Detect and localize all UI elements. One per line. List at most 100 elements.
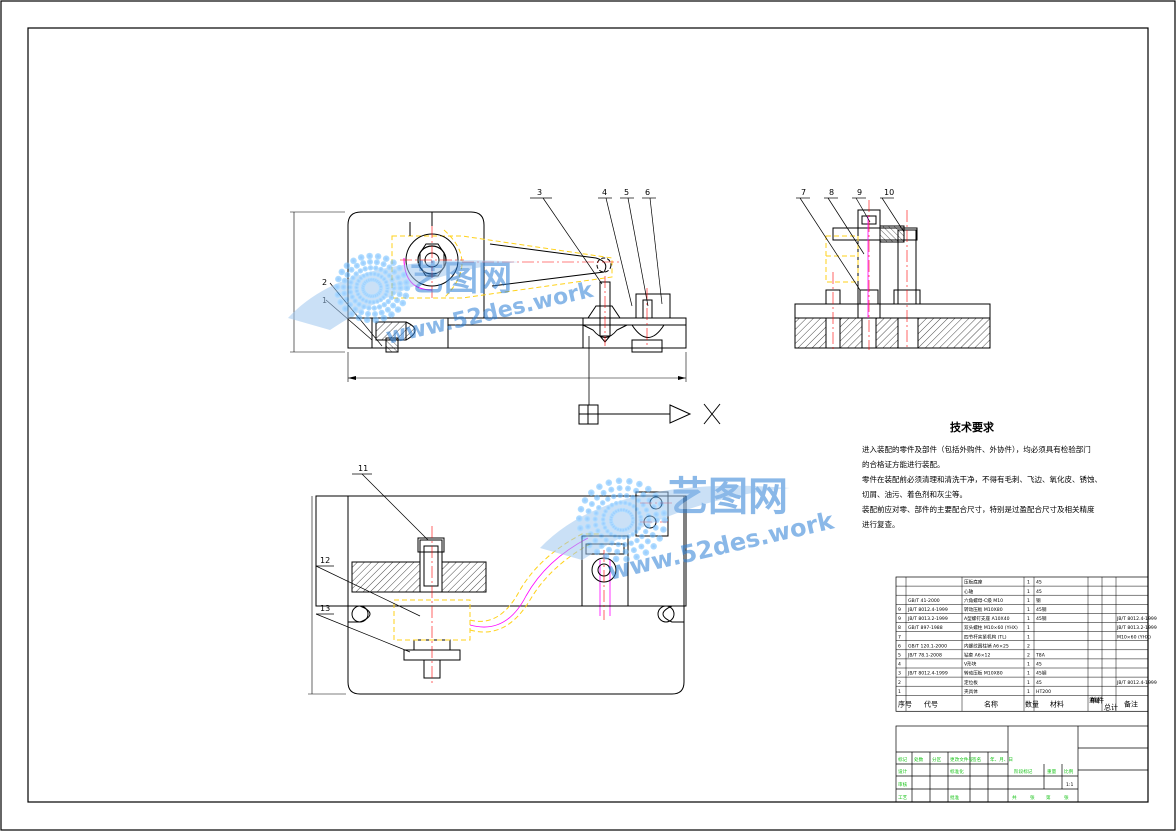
bom-header-cell: 总计 xyxy=(1104,702,1118,711)
watermark-dot xyxy=(656,535,663,542)
watermark-dot xyxy=(650,543,657,550)
axis-x-label: X xyxy=(722,429,723,431)
tech-line-2: 的合格证方能进行装配。 xyxy=(862,459,945,469)
bom-cell: 1 xyxy=(1027,662,1030,668)
watermark-dot xyxy=(356,301,362,307)
watermark-dot xyxy=(643,507,650,513)
watermark-dot xyxy=(380,261,387,268)
bom-cell: 1 xyxy=(1027,625,1030,631)
watermark-dot xyxy=(384,283,390,288)
watermark-dot xyxy=(396,264,403,272)
bom-cell: 5 xyxy=(898,653,901,659)
tech-line-4: 切屑、油污、着色剂和灰尘等。 xyxy=(862,489,967,499)
bom-cell: GB/T 41-2000 xyxy=(908,598,940,604)
bom-cell: 1 xyxy=(1027,680,1030,686)
bom-cell: 8 xyxy=(898,625,901,631)
bom-cell: 四节杆夹紧机构 (TL) xyxy=(964,633,1007,640)
watermark-dot xyxy=(397,280,403,287)
front-view xyxy=(290,197,721,425)
bom-cell: 转动压板 M10X80 xyxy=(964,606,1003,613)
watermark-dot xyxy=(622,541,628,548)
watermark-dot xyxy=(400,271,408,279)
watermark-dot xyxy=(363,316,371,324)
watermark-dot xyxy=(378,309,385,316)
watermark-dot xyxy=(386,264,393,271)
watermark-dot xyxy=(378,284,383,289)
watermark-dot xyxy=(403,284,411,292)
watermark-dot xyxy=(621,534,627,540)
watermark-dot xyxy=(592,516,598,522)
tb-label-total: 共 xyxy=(1012,794,1017,801)
watermark-dot xyxy=(335,275,342,283)
watermark-dot xyxy=(586,541,593,549)
watermark-dot xyxy=(630,547,637,554)
watermark-dot xyxy=(348,310,355,318)
watermark-dot xyxy=(653,517,660,523)
watermark-dot xyxy=(644,538,651,545)
balloon-13: 13 xyxy=(320,604,330,613)
tb-label-sign: 签名 xyxy=(972,756,981,763)
watermark-dot xyxy=(615,541,621,548)
watermark-dot xyxy=(348,266,355,273)
watermark-dot xyxy=(347,301,354,308)
watermark-dot xyxy=(372,271,378,277)
tb-label-sheet: 张 xyxy=(1064,794,1069,801)
watermark-dot xyxy=(603,508,608,514)
watermark-dot xyxy=(603,537,609,543)
watermark-dot xyxy=(638,521,643,527)
watermark-dot xyxy=(646,497,653,504)
watermark-dot xyxy=(386,272,392,279)
watermark-dot xyxy=(380,314,388,322)
watermark-dot xyxy=(630,494,636,501)
watermark-dot xyxy=(636,480,643,488)
watermark-dot xyxy=(657,500,665,508)
watermark-dot xyxy=(354,288,360,294)
watermark-dot xyxy=(608,531,614,537)
watermark-dot xyxy=(643,528,649,535)
watermark-dot xyxy=(618,500,624,505)
bom-cell: 45钢 xyxy=(1036,606,1047,613)
watermark-dot xyxy=(395,274,401,281)
bom-header-weight: 重量 xyxy=(1089,696,1101,704)
watermark-dot xyxy=(585,508,592,515)
watermark-dot xyxy=(642,549,650,556)
watermark-dot xyxy=(581,497,589,504)
watermark-dot xyxy=(367,299,373,305)
watermark-dot xyxy=(633,553,640,561)
watermark-dot xyxy=(352,298,358,304)
watermark-dot xyxy=(350,275,356,281)
tb-label-sheet-no: 第 xyxy=(1046,794,1051,801)
tech-line-6: 进行复查。 xyxy=(862,519,900,529)
tb-label-weight: 重量 xyxy=(1047,768,1057,775)
watermark-dot xyxy=(366,305,372,311)
watermark-dot xyxy=(652,524,659,531)
watermark-dot xyxy=(595,528,601,534)
watermark-dot xyxy=(624,493,630,499)
watermark-dot xyxy=(628,540,634,546)
bom-cell: 六角螺母-C级 M10 xyxy=(964,597,1003,604)
tb-label-standard: 标准化 xyxy=(950,768,964,775)
watermark-dot xyxy=(617,492,623,499)
watermark-dot xyxy=(645,485,652,493)
balloon-2: 2 xyxy=(322,278,327,287)
watermark-dot xyxy=(614,548,621,555)
tb-label-count: 处数 xyxy=(914,756,924,763)
bom-header-cell: 备注 xyxy=(1124,699,1138,708)
bom-cell: GB/T 897-1988 xyxy=(908,625,943,631)
bom-cell: 夹具体 xyxy=(964,688,978,695)
bom-cell: HT200 xyxy=(1036,689,1051,695)
balloon-6: 6 xyxy=(645,188,650,197)
watermark-dot xyxy=(660,509,668,517)
watermark-dot xyxy=(378,266,384,273)
watermark-1: 艺图网 www.52des.work xyxy=(288,252,597,350)
bom-cell: 1 xyxy=(1027,598,1030,604)
bom-cell: JB/T 78.1-2008 xyxy=(907,653,942,659)
watermark-dot xyxy=(633,529,639,534)
watermark-dot xyxy=(645,513,652,519)
watermark-dots xyxy=(333,252,411,324)
watermark-dot xyxy=(653,511,660,518)
watermark-dot xyxy=(605,479,613,487)
bom-header-cell: 单件 xyxy=(1090,695,1104,704)
watermark-dot xyxy=(587,531,594,537)
